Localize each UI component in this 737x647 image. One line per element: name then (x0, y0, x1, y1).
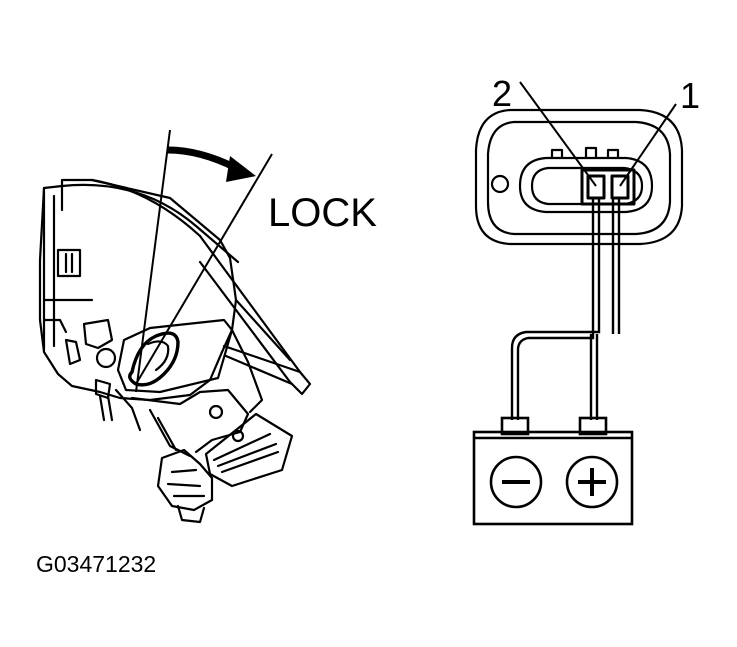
rotation-guide-left (135, 129, 171, 393)
actuator-wire-loop (128, 331, 180, 387)
lock-pivot (95, 347, 117, 369)
actuator-connector (156, 448, 214, 512)
pin-2-label: 2 (492, 73, 512, 114)
lock-arrow-head (226, 156, 256, 182)
pin-1-leader (619, 103, 677, 187)
figure-code: G03471232 (36, 551, 156, 577)
battery-terminal-negative (500, 416, 530, 436)
lock-direction-arrow (167, 146, 238, 172)
negative-icon (489, 455, 543, 509)
lock-housing (38, 178, 238, 402)
lower-bracket (130, 388, 250, 454)
actuator-plate (116, 318, 234, 394)
door-lock-assembly (38, 178, 312, 524)
connector-mount-hole (490, 174, 510, 194)
lock-housing-rail (60, 183, 240, 264)
lock-label: LOCK (268, 191, 377, 235)
pin-1-label: 1 (680, 75, 700, 116)
battery-terminal-positive (578, 416, 608, 436)
lock-rotation-indicator (135, 129, 273, 393)
terminal-2 (586, 174, 606, 200)
connector-assembly (474, 108, 684, 246)
test-leads (510, 198, 621, 420)
battery-case (472, 430, 634, 526)
battery (472, 416, 634, 526)
negative-lead (516, 198, 595, 420)
connector-socket (518, 156, 654, 214)
positive-lead (611, 198, 621, 334)
rotation-guide-right (135, 153, 273, 385)
positive-icon (565, 455, 619, 509)
pin-2-leader (519, 81, 597, 187)
lock-rod (198, 234, 312, 396)
connector-terminal-block (580, 168, 636, 206)
lock-housing-window (56, 248, 82, 278)
connector-flange (474, 108, 684, 246)
actuator-motor (204, 412, 294, 488)
